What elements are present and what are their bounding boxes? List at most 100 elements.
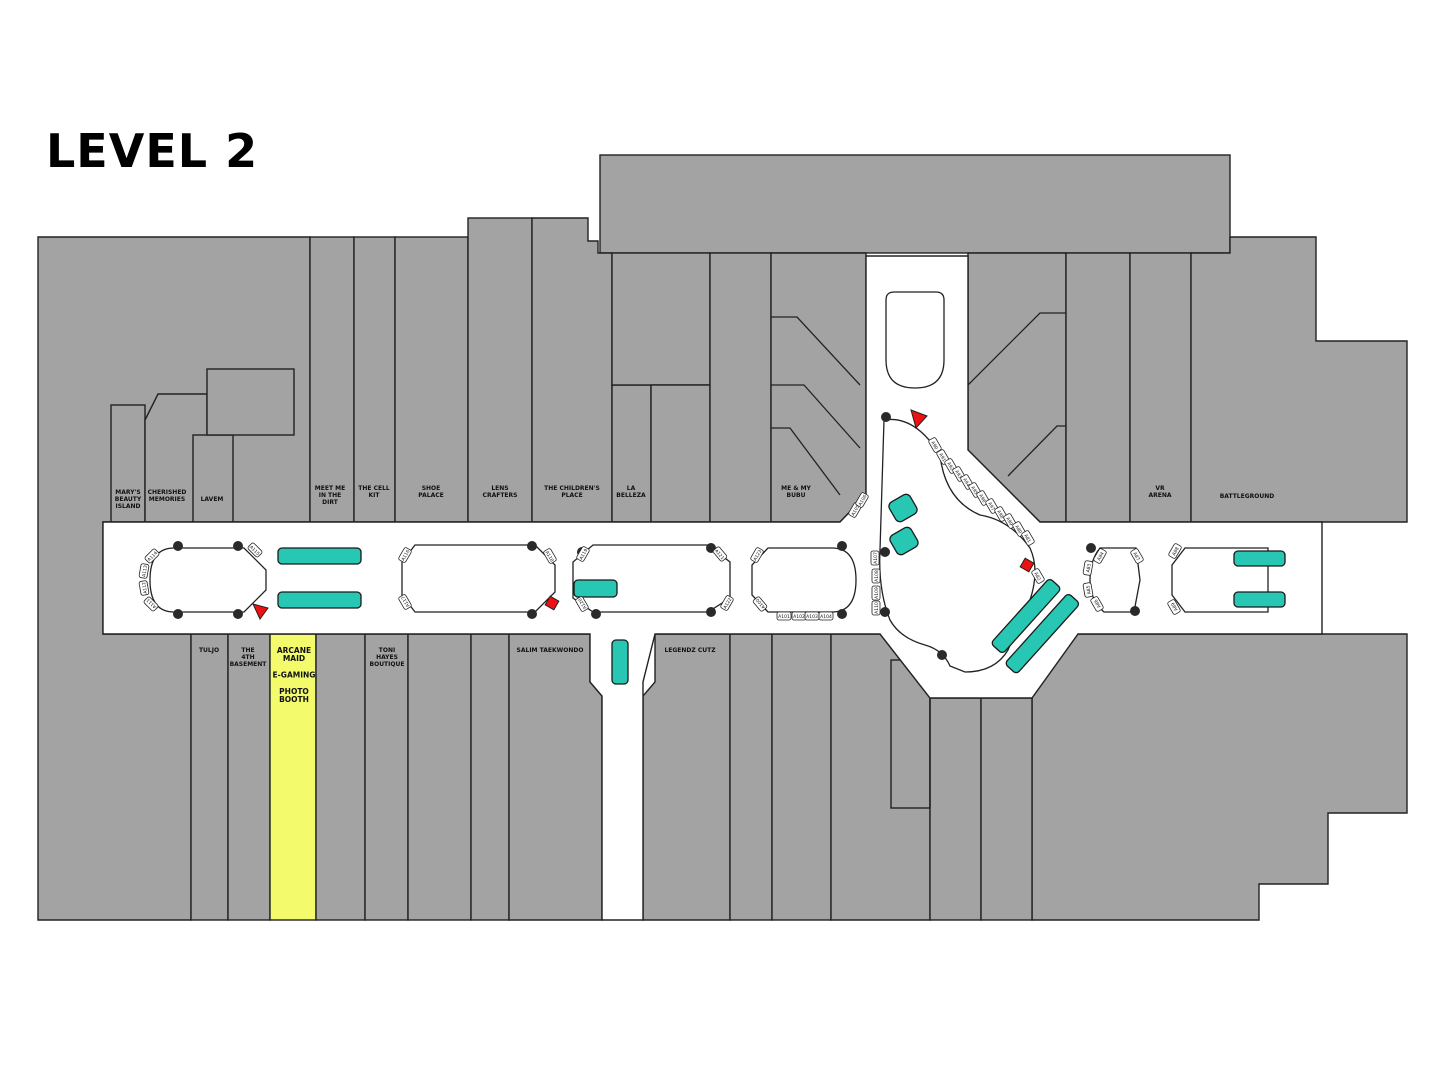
kiosk-tag-box xyxy=(750,547,764,563)
kiosk-tag[interactable]: A111 xyxy=(143,596,159,612)
store-bottom-4[interactable] xyxy=(315,633,366,921)
store-battleground[interactable] xyxy=(1190,236,1408,523)
kiosk-tag[interactable]: A101 xyxy=(776,611,792,621)
store-salim-taekwondo[interactable] xyxy=(508,633,603,921)
store-vr-arena[interactable] xyxy=(1129,252,1192,523)
kiosk-tag[interactable]: A113 xyxy=(138,563,150,579)
kiosk-tag-box xyxy=(1168,543,1182,559)
store-legendz-cutz[interactable] xyxy=(642,633,731,921)
kiosk-tag-label: A84 xyxy=(1096,551,1106,562)
kiosk-tag[interactable]: A81 xyxy=(1021,530,1035,546)
kiosk-tag-label: A117 xyxy=(400,595,411,608)
kiosk-tag[interactable]: A122 xyxy=(720,595,734,611)
kiosk-tag-box xyxy=(855,492,869,508)
store-marys-beauty[interactable] xyxy=(110,404,146,523)
store-tuljo[interactable] xyxy=(190,633,229,921)
kiosk-tag-label: A103 xyxy=(806,614,818,620)
kiosk-tag[interactable]: A103 xyxy=(804,611,820,621)
store-anchor-top[interactable] xyxy=(599,154,1231,254)
kiosk-tag-label: A107 xyxy=(873,552,879,564)
kiosk-tag[interactable]: A102 xyxy=(791,611,807,621)
store-mid-top-2[interactable] xyxy=(709,252,772,523)
store-4th-basement[interactable] xyxy=(227,633,271,921)
kiosk-tag-label: A95 xyxy=(969,485,979,496)
kiosk-tag-label: A82 xyxy=(1032,571,1042,582)
kiosk-tag-label: A123 xyxy=(752,549,763,562)
kiosk-tag[interactable]: A88 xyxy=(1168,543,1182,559)
marker-triangle xyxy=(252,603,269,620)
bench xyxy=(573,579,618,598)
store-bottom-7[interactable] xyxy=(470,633,510,921)
kiosk-tag-box xyxy=(576,546,590,562)
kiosk-tag-label: A116 xyxy=(400,549,411,562)
store-bottom-6[interactable] xyxy=(407,633,472,921)
kiosk-tag-label: A80 xyxy=(1013,524,1023,535)
store-bottom-9[interactable] xyxy=(729,633,773,921)
kiosk-tag[interactable]: A116 xyxy=(398,547,412,563)
store-lavem-back xyxy=(206,368,295,436)
kiosk-tag-label: A119 xyxy=(578,548,589,561)
kiosk-tag[interactable]: A120 xyxy=(575,596,589,612)
kiosk-tag[interactable]: A104 xyxy=(818,611,834,621)
store-lavem[interactable] xyxy=(192,434,234,523)
store-me-my-bubu[interactable] xyxy=(770,252,867,523)
kiosk-tag[interactable]: A89 xyxy=(1167,599,1181,615)
kiosk-tag-box xyxy=(776,611,792,621)
island-central xyxy=(879,418,1036,673)
store-meet-me-dirt[interactable] xyxy=(309,236,355,523)
store-label[interactable]: TULJO xyxy=(199,647,219,654)
store-la-belleza[interactable] xyxy=(611,384,652,523)
kiosk-tag[interactable]: A107 xyxy=(870,550,880,566)
store-cell-kit[interactable] xyxy=(353,236,396,523)
kiosk-tag[interactable]: A108 xyxy=(871,568,881,584)
store-bottom-10[interactable] xyxy=(771,633,832,921)
store-bottom-13[interactable] xyxy=(980,697,1033,921)
store-shoe-palace[interactable] xyxy=(394,236,469,523)
kiosk-tag[interactable]: A112 xyxy=(138,580,150,596)
store-arcane-maid-highlight[interactable] xyxy=(269,633,317,921)
kiosk-tag-box xyxy=(1093,548,1107,564)
store-toni-hayes[interactable] xyxy=(364,633,409,921)
kiosk-tag[interactable]: A82 xyxy=(1031,568,1045,584)
store-label[interactable]: BATTLEGROUND xyxy=(1220,493,1275,500)
kiosk-tag[interactable]: A84 xyxy=(1093,548,1107,564)
store-right-bottom[interactable] xyxy=(1031,633,1408,921)
kiosk-tag[interactable]: A83 xyxy=(1082,560,1094,576)
store-lens-crafters[interactable] xyxy=(467,217,533,523)
kiosk-tag[interactable]: A106 xyxy=(855,492,869,508)
kiosk-tag[interactable]: A110 xyxy=(871,600,881,616)
store-bottom-12[interactable] xyxy=(929,697,982,921)
kiosk-tag[interactable]: A86 xyxy=(1090,596,1104,612)
store-right-top-2[interactable] xyxy=(1065,252,1131,523)
kiosk-tag-box xyxy=(398,547,412,563)
kiosk-tag[interactable]: A85 xyxy=(1082,582,1094,598)
kiosk-tag-label: A118 xyxy=(544,550,555,563)
kiosk-tag-box xyxy=(143,596,159,612)
kiosk-tag[interactable]: A123 xyxy=(750,547,764,563)
store-mid-top[interactable] xyxy=(650,384,711,523)
kiosk-tag[interactable]: A87 xyxy=(1130,548,1144,564)
kiosk-tag[interactable]: A109 xyxy=(871,585,881,601)
kiosk-tag-label: A98 xyxy=(995,509,1005,520)
kiosk-tag[interactable]: A118 xyxy=(543,548,557,564)
store-childrens-place[interactable] xyxy=(531,217,613,523)
store-label[interactable]: LAVEM xyxy=(201,496,224,503)
store-label[interactable]: SALIM TAEKWONDO xyxy=(517,647,584,654)
store-label[interactable]: LEGENDZ CUTZ xyxy=(664,647,716,654)
kiosk-tag[interactable]: A117 xyxy=(398,594,412,610)
kiosk-tag[interactable]: A119 xyxy=(576,546,590,562)
